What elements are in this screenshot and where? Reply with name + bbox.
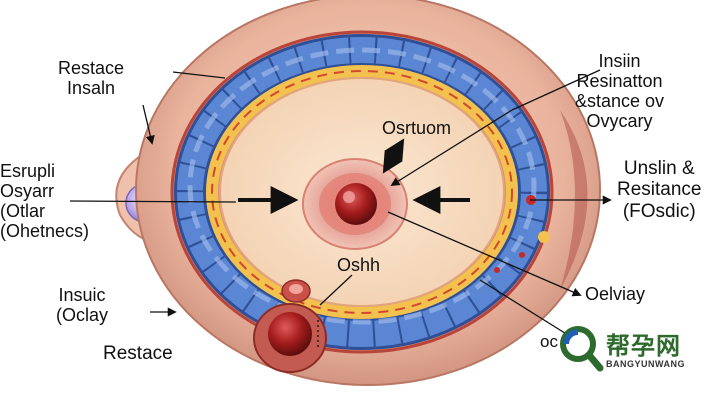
label-line: Insuic	[58, 285, 106, 305]
watermark-chinese-text: 帮孕网	[606, 332, 681, 360]
label-line: (Oclay	[56, 305, 109, 326]
watermark-english-text: BANGYUNWANG	[606, 359, 685, 369]
red-dot	[494, 267, 500, 273]
leader-right-lower	[387, 211, 582, 297]
arrow-center-top	[382, 138, 405, 174]
label-line: Restace	[58, 58, 125, 78]
label-left-middle: Esrupli Osyarr (Otlar (Ohetnecs)	[0, 161, 89, 242]
label-line: Insiin	[598, 51, 641, 71]
label-center-top: Osrtuom	[382, 118, 452, 138]
label-left-bottom: Restace	[103, 343, 173, 364]
label-line: Osyarr	[0, 181, 54, 202]
bottom-follicle	[268, 312, 312, 356]
leader-top-left	[172, 71, 226, 79]
label-line: Insaln	[67, 78, 116, 99]
leader-left-middle	[69, 200, 237, 203]
label-top-right: Insiin Resinatton &stance ov Ovycary	[575, 51, 664, 132]
label-line: (Ohetnecs)	[0, 221, 90, 242]
label-line: (FOsdic)	[622, 200, 696, 222]
leader-center-bottom	[319, 274, 353, 306]
label-line: Resinatton	[576, 71, 663, 92]
label-line: (Otlar	[0, 201, 45, 222]
leader-top-right-2	[390, 109, 513, 186]
center-follicle	[335, 183, 377, 225]
leader-bottom-right	[479, 279, 569, 336]
label-line: &stance ov	[575, 91, 665, 112]
label-bottom-right: oc	[540, 332, 558, 351]
yellow-dot	[538, 231, 550, 243]
label-top-left: Restace Insaln	[58, 58, 124, 98]
label-right-middle: Unslin & Resitance (FOsdic)	[617, 158, 702, 222]
label-line: Unslin &	[623, 158, 695, 179]
red-dot	[519, 252, 525, 258]
watermark-logo: 帮孕网 BANGYUNWANG	[558, 322, 708, 380]
label-line: Resitance	[617, 179, 702, 201]
leader-top-right	[511, 69, 601, 111]
magnifier-logo-icon	[560, 326, 604, 372]
right-edge-shading	[560, 110, 588, 290]
label-right-lower: Oelviay	[585, 284, 646, 304]
label-line: Esrupli	[0, 161, 56, 181]
label-center-bottom: Oshh	[337, 255, 381, 275]
label-left-lower: Insuic (Oclay	[56, 285, 108, 325]
label-line: Ovycary	[586, 111, 653, 132]
leader-top-left-2	[142, 104, 155, 145]
